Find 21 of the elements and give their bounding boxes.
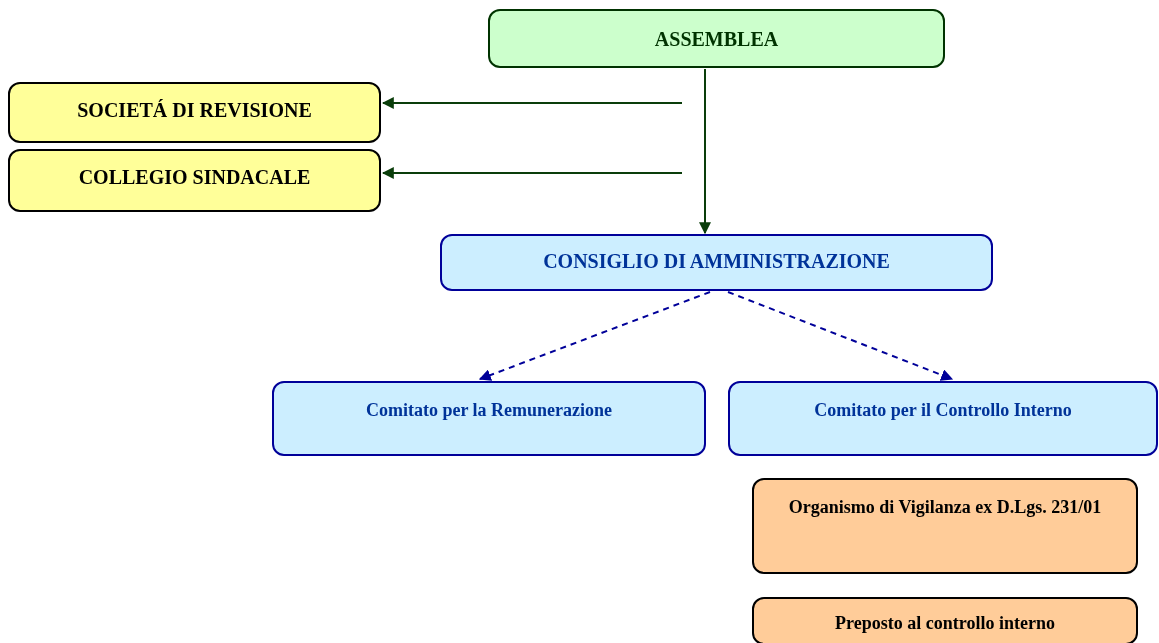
org-box — [488, 9, 945, 68]
box-label: SOCIETÁ DI REVISIONE — [76, 98, 313, 123]
box-label: Preposto al controllo interno — [834, 612, 1056, 635]
org-box — [8, 149, 381, 212]
arrow — [478, 291, 711, 381]
org-box — [752, 478, 1138, 574]
box-label: Comitato per la Remunerazione — [364, 399, 614, 422]
box-label: CONSIGLIO DI AMMINISTRAZIONE — [542, 249, 891, 274]
arrow — [381, 97, 683, 109]
arrow — [727, 291, 954, 381]
org-box — [440, 234, 993, 291]
box-label: Comitato per il Controllo Interno — [813, 399, 1073, 422]
org-box — [8, 82, 381, 143]
box-label: Organismo di Vigilanza ex D.Lgs. 231/01 — [787, 496, 1103, 519]
org-box — [752, 597, 1138, 643]
arrow — [699, 68, 711, 235]
org-box — [728, 381, 1158, 456]
box-label: ASSEMBLEA — [653, 27, 780, 52]
org-box — [272, 381, 706, 456]
box-label: COLLEGIO SINDACALE — [77, 165, 312, 190]
arrow — [381, 167, 683, 179]
